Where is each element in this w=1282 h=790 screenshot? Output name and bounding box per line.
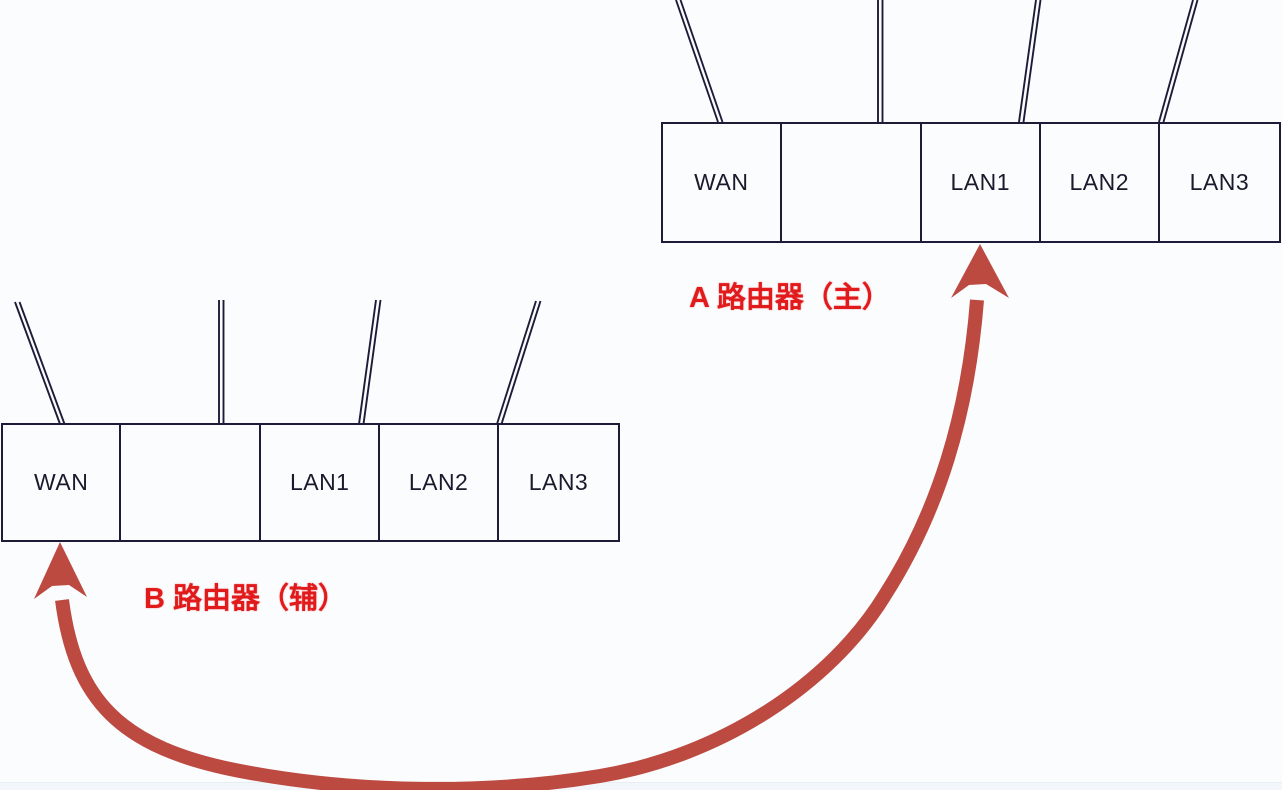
router-a-port-lan3: LAN3 (1160, 124, 1279, 241)
antenna-icon (1018, 0, 1042, 123)
router-b-port-blank (121, 425, 262, 540)
router-a-antenna-icons (675, 0, 1199, 123)
router-b-port-lan2: LAN2 (380, 425, 500, 540)
router-b-port-lan3: LAN3 (499, 425, 618, 540)
port-label: WAN (34, 469, 89, 495)
port-label: LAN2 (408, 469, 469, 495)
arrow-curve-shaft (55, 299, 984, 790)
router-b-antenna-icons (14, 299, 542, 425)
port-label: LAN3 (528, 469, 589, 495)
port-label: LAN1 (289, 469, 350, 495)
port-label: LAN1 (950, 169, 1010, 195)
router-b-port-lan1: LAN1 (261, 425, 381, 540)
router-b: WAN LAN1 LAN2 LAN3 (1, 423, 620, 542)
port-label: LAN3 (1189, 169, 1250, 195)
antenna-icon (218, 300, 225, 424)
antenna-icon (358, 299, 382, 425)
bottom-edge-strip (0, 783, 1282, 790)
antenna-icon (496, 300, 542, 425)
arrowhead-up-icon-at-a-lan1 (951, 244, 1009, 298)
router-a: WAN LAN1 LAN2 LAN3 (661, 122, 1281, 243)
router-b-port-wan: WAN (3, 425, 122, 540)
antenna-icon (1158, 0, 1199, 123)
antenna-icon (14, 301, 66, 425)
router-b-label: B 路由器（辅） (144, 583, 348, 615)
router-a-port-lan1: LAN1 (922, 124, 1041, 241)
port-label: LAN2 (1069, 169, 1130, 195)
router-a-port-blank (782, 124, 922, 241)
antenna-icon (675, 0, 724, 123)
router-a-port-lan2: LAN2 (1041, 124, 1160, 241)
router-a-label: A 路由器（主） (689, 282, 891, 314)
antenna-icon (877, 0, 884, 122)
arrowhead-up-icon-at-b-wan (34, 542, 87, 599)
port-label: WAN (694, 169, 749, 195)
router-a-port-wan: WAN (663, 124, 782, 241)
